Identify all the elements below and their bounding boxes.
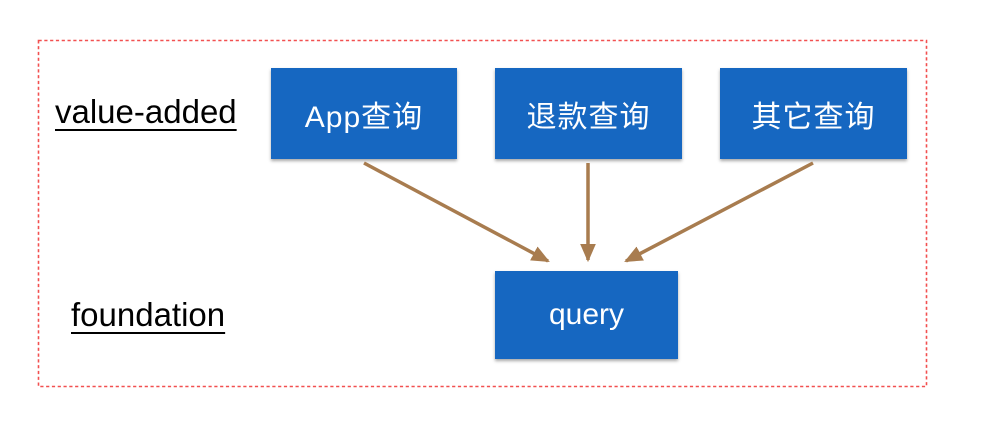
layer-label-value-added: value-added: [55, 93, 237, 130]
node-app-query: App查询: [271, 68, 457, 159]
layer-label-foundation: foundation: [71, 296, 226, 333]
arrow-other-to-query: [624, 161, 814, 263]
node-query: query: [495, 271, 678, 359]
arrow-app-to-query: [363, 161, 550, 263]
node-refund-query: 退款查询: [495, 68, 682, 159]
node-other-query: 其它查询: [720, 68, 907, 159]
